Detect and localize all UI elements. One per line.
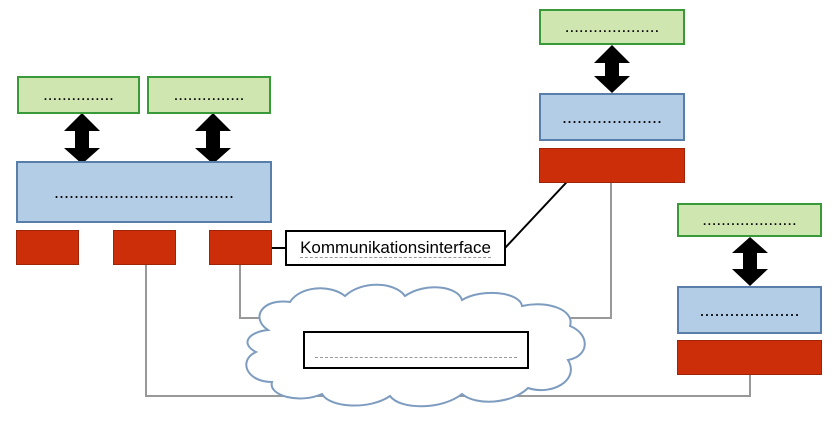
double-arrow-icon (195, 113, 231, 164)
network-label-box (303, 331, 529, 369)
left-application-2: ............... (147, 76, 271, 114)
right-top-interface (539, 148, 685, 183)
callout-line-right (504, 169, 579, 249)
communication-interface-label: Kommunikationsinterface (300, 237, 491, 258)
right-bottom-application-label: .................... (702, 210, 797, 229)
left-interface-2 (113, 230, 176, 265)
double-arrow-icon (594, 45, 630, 93)
communication-interface-callout: Kommunikationsinterface (285, 230, 506, 266)
right-top-middleware-label: .................... (561, 106, 663, 127)
left-interface-3 (209, 230, 272, 265)
left-application-1: ............... (17, 76, 140, 114)
network-label-placeholder-line (315, 357, 517, 358)
double-arrow-icon (732, 237, 768, 286)
right-top-application-label: .................... (564, 17, 660, 36)
double-arrow-icon (64, 113, 100, 164)
left-interface-1 (16, 230, 79, 265)
line-right-top-to-cloud (560, 183, 612, 319)
left-middleware: .................................... (16, 161, 272, 223)
right-bottom-middleware-label: .................... (699, 299, 800, 320)
right-bottom-interface (677, 340, 822, 375)
left-application-2-label: ............... (173, 85, 245, 104)
right-bottom-middleware: .................... (677, 286, 822, 334)
line-right-bottom-to-cloud (540, 375, 751, 397)
right-top-application: .................... (539, 9, 685, 45)
left-middleware-label: .................................... (53, 181, 235, 202)
right-bottom-application: .................... (677, 203, 822, 237)
left-application-1-label: ............... (43, 85, 114, 104)
right-top-middleware: .................... (539, 93, 685, 141)
